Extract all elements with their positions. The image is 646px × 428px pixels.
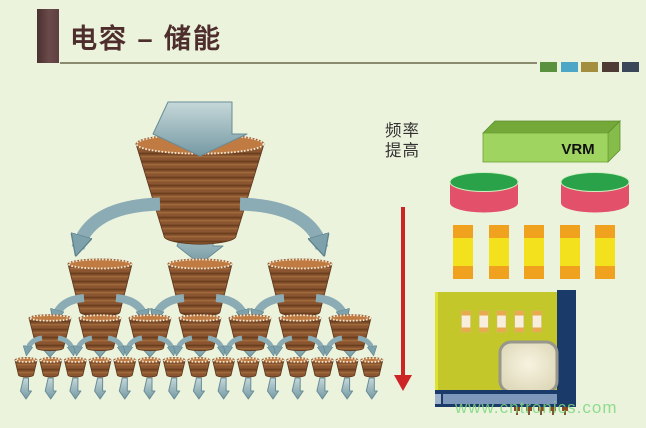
input-arrow bbox=[152, 101, 248, 157]
tiny-capacitor-barrel bbox=[286, 357, 310, 378]
tiny-out-arrow bbox=[267, 377, 279, 400]
arrow-shaft bbox=[401, 207, 405, 375]
mlcc-capacitor bbox=[595, 225, 615, 279]
flow-curve-arrow bbox=[127, 335, 143, 352]
frequency-direction-arrow bbox=[394, 207, 412, 391]
small-capacitor-barrel bbox=[228, 314, 272, 352]
chip-package bbox=[435, 290, 576, 415]
small-capacitor-barrel bbox=[328, 314, 372, 352]
tiny-out-arrow bbox=[69, 377, 82, 400]
tiny-out-arrow bbox=[192, 377, 205, 400]
tiny-capacitor-barrel bbox=[113, 357, 137, 378]
title-accent-bar bbox=[37, 9, 59, 63]
tiny-capacitor-barrel bbox=[88, 357, 112, 378]
flow-curve-arrow bbox=[107, 335, 123, 352]
tiny-capacitor-barrel bbox=[261, 357, 285, 378]
tiny-capacitor-barrel bbox=[39, 357, 63, 378]
tiny-out-arrow bbox=[20, 377, 32, 400]
tiny-out-arrow bbox=[242, 377, 255, 400]
frequency-increase-label: 频率 提高 bbox=[385, 121, 420, 161]
tiny-capacitor-barrel bbox=[63, 357, 87, 378]
tiny-capacitor-barrel bbox=[137, 357, 162, 378]
flow-curve-arrow bbox=[327, 335, 343, 352]
connector-bar bbox=[443, 394, 557, 404]
capacitor-types-panel: VRM bbox=[435, 120, 630, 415]
tiny-capacitor-barrel bbox=[162, 357, 186, 378]
flow-curve-arrow bbox=[177, 335, 193, 352]
tiny-out-arrow bbox=[44, 377, 57, 400]
corner-square bbox=[540, 62, 557, 72]
bulk-capacitor-cylinder bbox=[449, 172, 519, 213]
flow-curve-arrow bbox=[157, 335, 173, 352]
small-capacitor-barrel bbox=[28, 314, 72, 352]
tiny-out-arrow bbox=[291, 377, 304, 400]
flow-curve-arrow bbox=[227, 335, 243, 352]
vrm-module: VRM bbox=[482, 120, 621, 163]
small-capacitor-barrel bbox=[178, 314, 222, 352]
tiny-capacitor-barrel bbox=[360, 357, 384, 378]
flow-curve-arrow bbox=[277, 335, 293, 352]
flow-curve-arrow bbox=[207, 335, 223, 352]
page-title: 电容 – 储能 bbox=[70, 24, 223, 54]
flow-curve-arrow bbox=[357, 335, 373, 352]
mid-capacitor-barrel bbox=[267, 258, 333, 317]
package-pin bbox=[538, 407, 544, 415]
bulk-capacitor-cylinder bbox=[560, 172, 630, 213]
tiny-out-arrow bbox=[118, 377, 131, 400]
tiny-out-arrow bbox=[316, 377, 329, 400]
mlcc-capacitor bbox=[453, 225, 473, 279]
frequency-label-line2: 提高 bbox=[385, 142, 420, 160]
embedded-capacitor bbox=[496, 310, 507, 333]
tiny-capacitor-barrel bbox=[335, 357, 359, 378]
tiny-out-arrow bbox=[341, 377, 354, 400]
mlcc-capacitor bbox=[524, 225, 544, 279]
flow-curve-arrow bbox=[307, 335, 323, 352]
package-pin bbox=[562, 407, 568, 415]
embedded-capacitor bbox=[461, 310, 471, 333]
package-pin bbox=[514, 407, 520, 415]
embedded-capacitor bbox=[514, 310, 524, 333]
tiny-capacitor-barrel bbox=[14, 357, 38, 378]
substrate-edge bbox=[557, 290, 576, 400]
small-capacitor-barrel bbox=[128, 314, 172, 352]
embedded-capacitor bbox=[479, 310, 489, 333]
tiny-capacitor-barrel bbox=[187, 357, 211, 378]
corner-decoration-squares bbox=[540, 62, 639, 72]
mid-capacitor-barrel bbox=[67, 258, 133, 317]
flow-curve-arrow bbox=[78, 197, 161, 248]
tiny-out-arrow bbox=[143, 377, 156, 400]
watermark: www.cntronics.com bbox=[455, 398, 618, 417]
corner-square bbox=[601, 62, 619, 72]
vrm-label: VRM bbox=[561, 141, 594, 158]
tiny-capacitor-barrel bbox=[236, 357, 260, 378]
tiny-capacitor-barrel bbox=[310, 357, 334, 378]
package-pin bbox=[526, 407, 532, 415]
small-capacitor-barrel bbox=[78, 314, 122, 352]
capacitor-cascade-diagram bbox=[14, 101, 384, 400]
mid-capacitor-barrel bbox=[167, 258, 233, 317]
tiny-out-arrow bbox=[365, 377, 378, 400]
flow-curve-arrow bbox=[257, 335, 273, 352]
chip-die bbox=[498, 340, 559, 394]
flow-curve-arrow bbox=[77, 335, 93, 352]
tiny-out-arrow bbox=[168, 377, 181, 400]
frequency-label-line1: 频率 bbox=[385, 122, 420, 140]
corner-square bbox=[581, 62, 598, 72]
mlcc-capacitor bbox=[560, 225, 580, 279]
small-capacitor-barrel bbox=[278, 314, 322, 352]
title-rule bbox=[60, 62, 537, 64]
tiny-out-arrow bbox=[94, 377, 107, 400]
corner-square bbox=[622, 62, 639, 72]
corner-square bbox=[560, 62, 578, 72]
tiny-out-arrow bbox=[217, 377, 230, 400]
package-pin bbox=[550, 407, 556, 415]
arrow-head bbox=[394, 375, 412, 391]
mlcc-capacitor bbox=[489, 225, 509, 279]
tiny-capacitor-barrel bbox=[212, 357, 236, 378]
embedded-capacitor bbox=[532, 310, 542, 333]
flow-curve-arrow bbox=[57, 335, 73, 352]
flow-curve-arrow bbox=[239, 197, 322, 248]
flow-curve-arrow bbox=[27, 335, 43, 352]
